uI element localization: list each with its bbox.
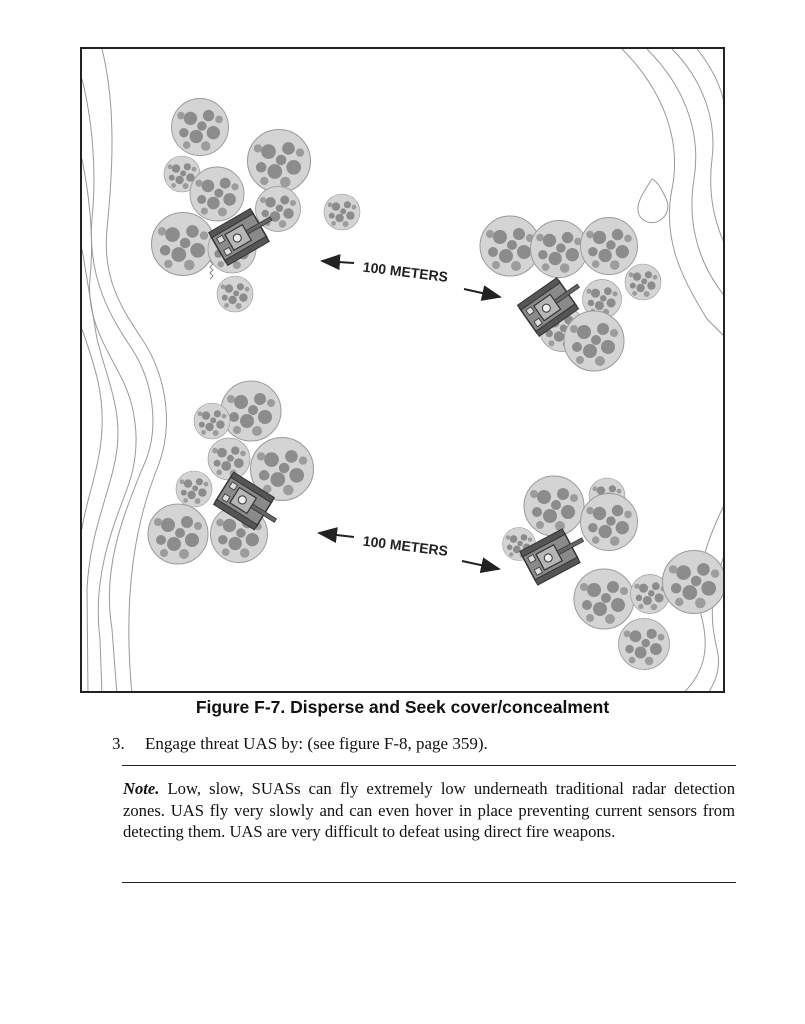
step-number: 3. (112, 734, 125, 753)
left-contour-lines (82, 49, 167, 691)
figure-illustration: 100 METERS 100 METERS (80, 47, 725, 693)
exhaust-mark (209, 260, 214, 280)
distance-label-bottom: 100 METERS (362, 533, 449, 559)
note-text: Low, slow, SUASs can fly extremely low u… (123, 779, 735, 841)
distance-arrow-top: 100 METERS (320, 254, 502, 301)
distance-arrow-bottom: 100 METERS (317, 527, 501, 574)
note-block: Note. Low, slow, SUASs can fly extremely… (123, 778, 735, 843)
figure-caption: Figure F-7. Disperse and Seek cover/conc… (195, 697, 610, 717)
distance-label-top: 100 METERS (362, 259, 449, 285)
terrain-map: 100 METERS 100 METERS (82, 49, 723, 691)
note-bottom-rule (122, 882, 736, 883)
step-text: Engage threat UAS by: (see figure F-8, p… (145, 734, 488, 753)
right-contour-lines (621, 49, 723, 691)
tree-cluster-bottom-left (147, 380, 315, 565)
note-top-rule (122, 765, 736, 766)
note-label: Note. (123, 779, 160, 798)
step-item: 3. Engage threat UAS by: (see figure F-8,… (112, 734, 488, 754)
tree-cluster-top-left (150, 98, 361, 313)
